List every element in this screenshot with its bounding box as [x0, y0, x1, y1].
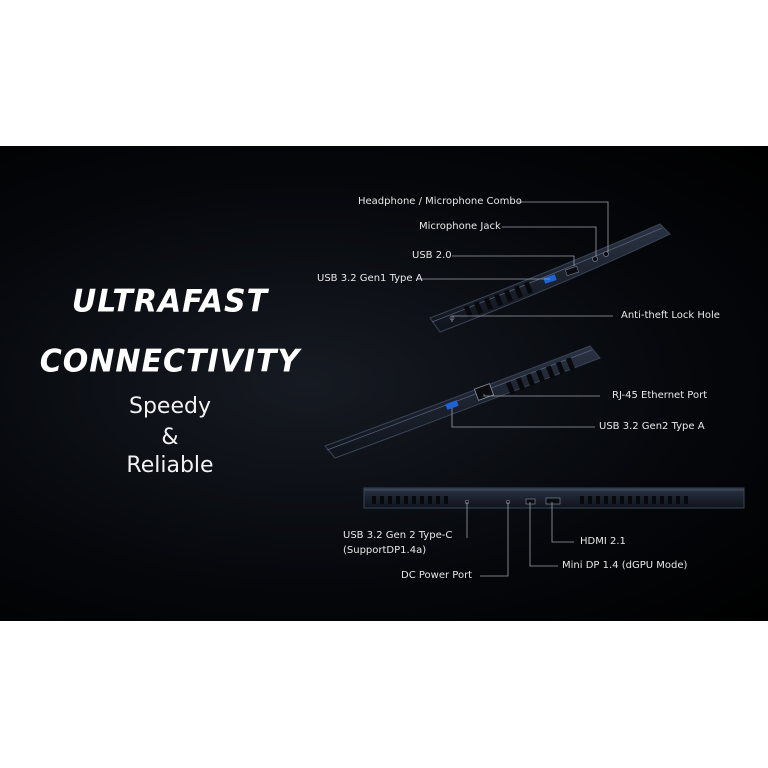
leader-lines [416, 201, 613, 577]
label-dc-power: DC Power Port [401, 570, 473, 581]
label-microphone-jack: Microphone Jack [419, 221, 501, 232]
label-headphone-mic-combo: Headphone / Microphone Combo [358, 196, 522, 207]
headline-connectivity: CONNECTIVITY [39, 343, 301, 380]
laptop-left-side-top [429, 223, 671, 333]
label-hdmi: HDMI 2.1 [580, 536, 626, 547]
connectivity-banner: ULTRAFAST CONNECTIVITY Speedy & Reliable [0, 146, 768, 621]
mini-dp-port-icon [525, 498, 536, 505]
subline-speedy: Speedy [129, 394, 211, 419]
label-usb32-gen1-type-a: USB 3.2 Gen1 Type A [317, 273, 423, 284]
combo-jack-icon [603, 251, 609, 257]
label-mini-dp: Mini DP 1.4 (dGPU Mode) [562, 560, 688, 571]
headline-ultrafast: ULTRAFAST [71, 283, 269, 320]
mic-jack-icon [592, 256, 598, 262]
subline-reliable: Reliable [126, 453, 214, 478]
hdmi-port-icon [545, 497, 561, 505]
label-usb20: USB 2.0 [412, 250, 452, 261]
label-anti-theft-lock: Anti-theft Lock Hole [621, 310, 720, 321]
label-usb32-gen2-type-a: USB 3.2 Gen2 Type A [599, 421, 705, 432]
laptop-ports-illustration [324, 201, 745, 577]
label-usb32-gen2-type-c: USB 3.2 Gen 2 Type-C [343, 530, 453, 541]
usb-gen2-port-icon [445, 400, 459, 410]
label-support-dp: (SupportDP1.4a) [343, 545, 427, 556]
subline-ampersand: & [161, 425, 179, 450]
laptop-rear-side [363, 487, 745, 509]
label-rj45: RJ-45 Ethernet Port [612, 390, 708, 401]
laptop-right-side [324, 345, 601, 459]
usb20-port-icon [564, 265, 580, 277]
